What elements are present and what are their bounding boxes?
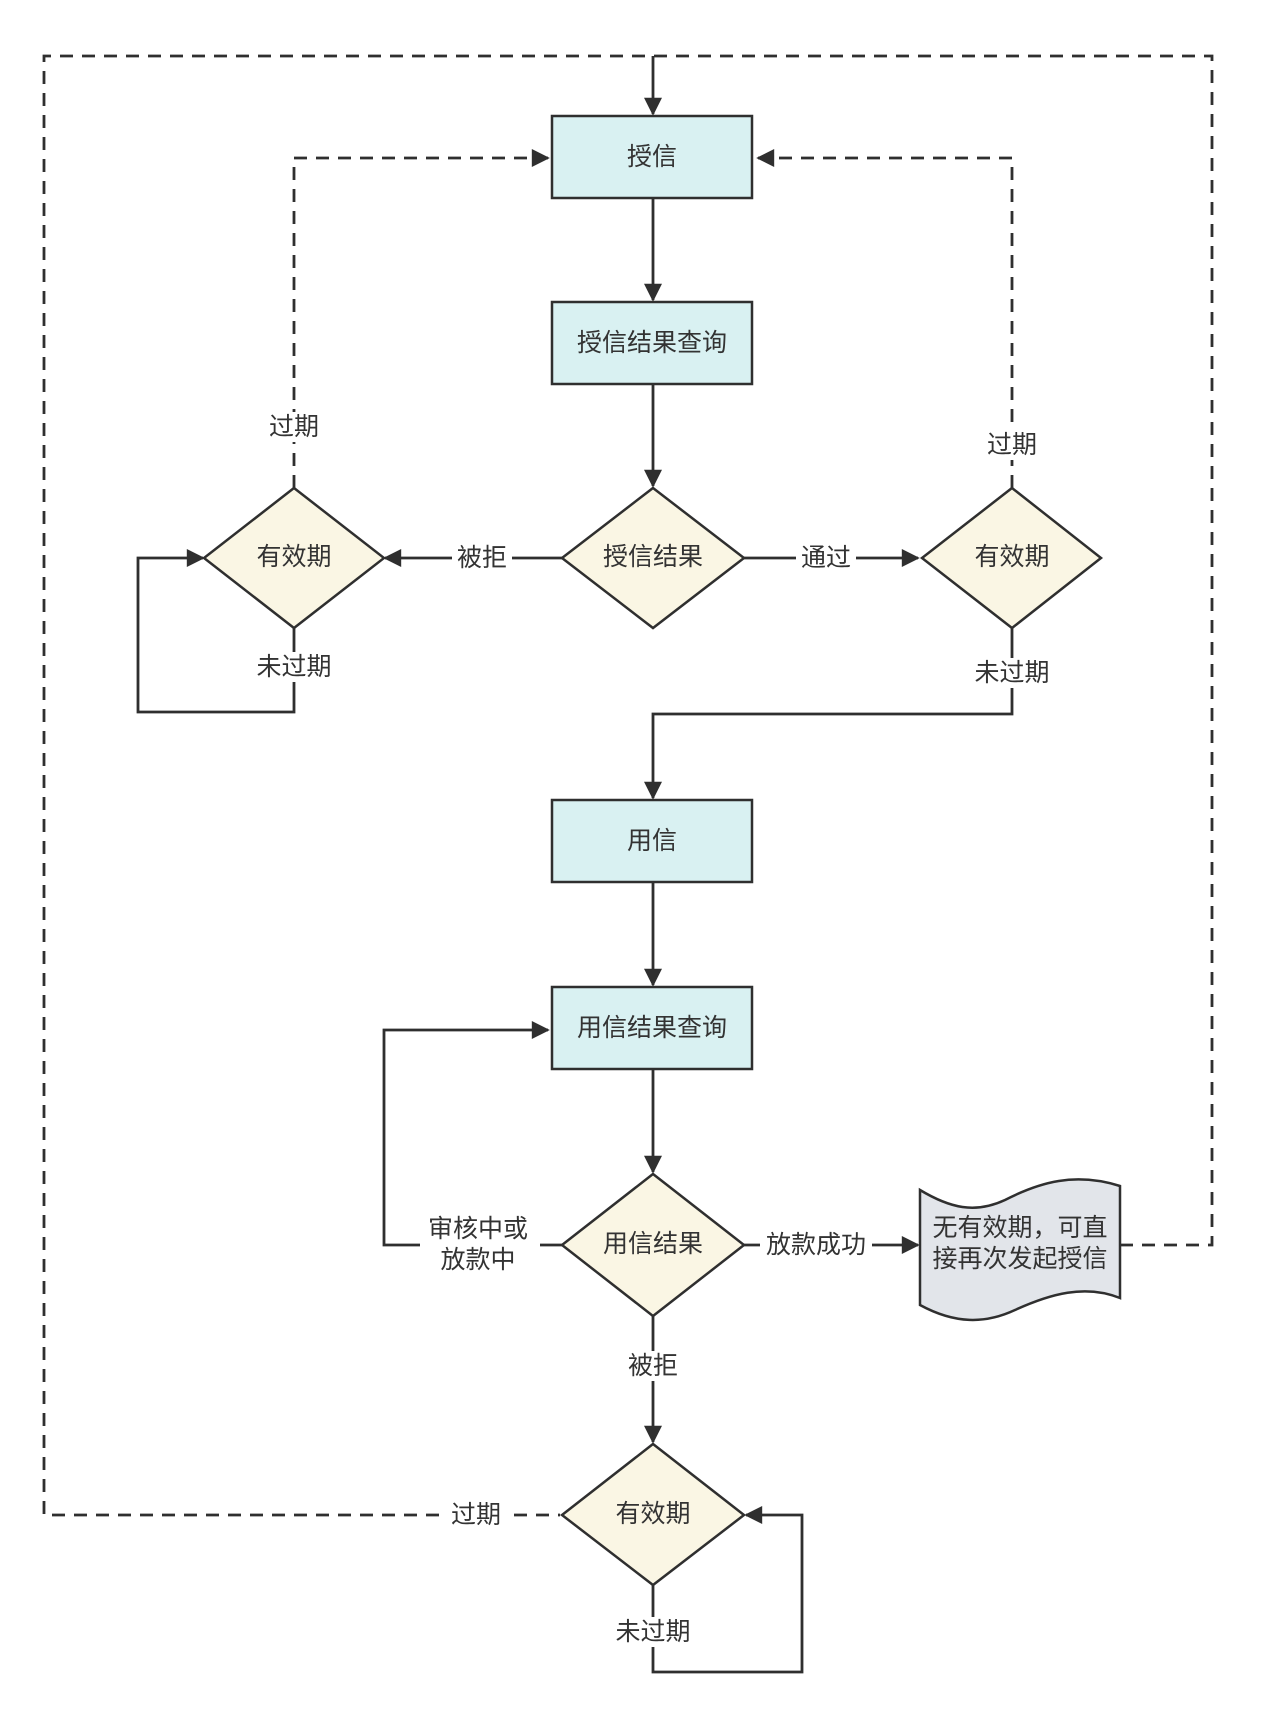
node-note-line1: 无有效期，可直 <box>932 1213 1107 1242</box>
label-not-expired-right: 未过期 <box>974 658 1049 687</box>
node-note: 无有效期，可直 接再次发起授信 <box>918 1178 1122 1322</box>
node-validity-left-label: 有效期 <box>256 542 331 571</box>
label-expired-left: 过期 <box>269 412 319 441</box>
node-validity-right: 有效期 <box>919 486 1104 630</box>
label-rejected-left: 被拒 <box>457 543 507 572</box>
node-note-line2: 接再次发起授信 <box>932 1244 1107 1273</box>
label-passed: 通过 <box>801 543 851 572</box>
label-expired-bottom: 过期 <box>451 1500 501 1529</box>
edge-note-to-shouxin <box>42 54 1214 1517</box>
node-yongxin-query: 用信结果查询 <box>550 985 754 1071</box>
node-yongxin-query-label: 用信结果查询 <box>577 1013 727 1042</box>
node-shouxin-query-label: 授信结果查询 <box>577 328 727 357</box>
edge-reviewing-loop <box>382 1021 562 1247</box>
node-shouxin-result: 授信结果 <box>559 486 747 630</box>
node-shouxin: 授信 <box>550 114 754 200</box>
label-reviewing-line1: 审核中或 <box>428 1214 528 1243</box>
node-validity-left: 有效期 <box>201 486 387 630</box>
edge-right-not-expired <box>644 628 1014 800</box>
node-validity-bottom: 有效期 <box>559 1442 747 1587</box>
label-reviewing-line2: 放款中 <box>440 1245 515 1274</box>
node-shouxin-label: 授信 <box>627 142 677 171</box>
node-yongxin-result: 用信结果 <box>559 1172 747 1318</box>
label-not-expired-bottom: 未过期 <box>615 1617 690 1646</box>
node-shouxin-result-label: 授信结果 <box>603 542 703 571</box>
node-yongxin-result-label: 用信结果 <box>603 1229 703 1258</box>
node-shouxin-query: 授信结果查询 <box>550 300 754 386</box>
label-expired-right: 过期 <box>987 430 1037 459</box>
edge-left-not-expired <box>136 549 296 714</box>
label-loan-success: 放款成功 <box>766 1230 866 1259</box>
label-rejected-bottom: 被拒 <box>628 1351 678 1380</box>
node-yongxin: 用信 <box>550 798 754 884</box>
edge-left-expired <box>292 149 550 488</box>
node-validity-right-label: 有效期 <box>974 542 1049 571</box>
node-validity-bottom-label: 有效期 <box>615 1499 690 1528</box>
label-not-expired-left: 未过期 <box>256 652 331 681</box>
edge-right-expired <box>756 149 1014 488</box>
node-yongxin-label: 用信 <box>627 826 677 855</box>
